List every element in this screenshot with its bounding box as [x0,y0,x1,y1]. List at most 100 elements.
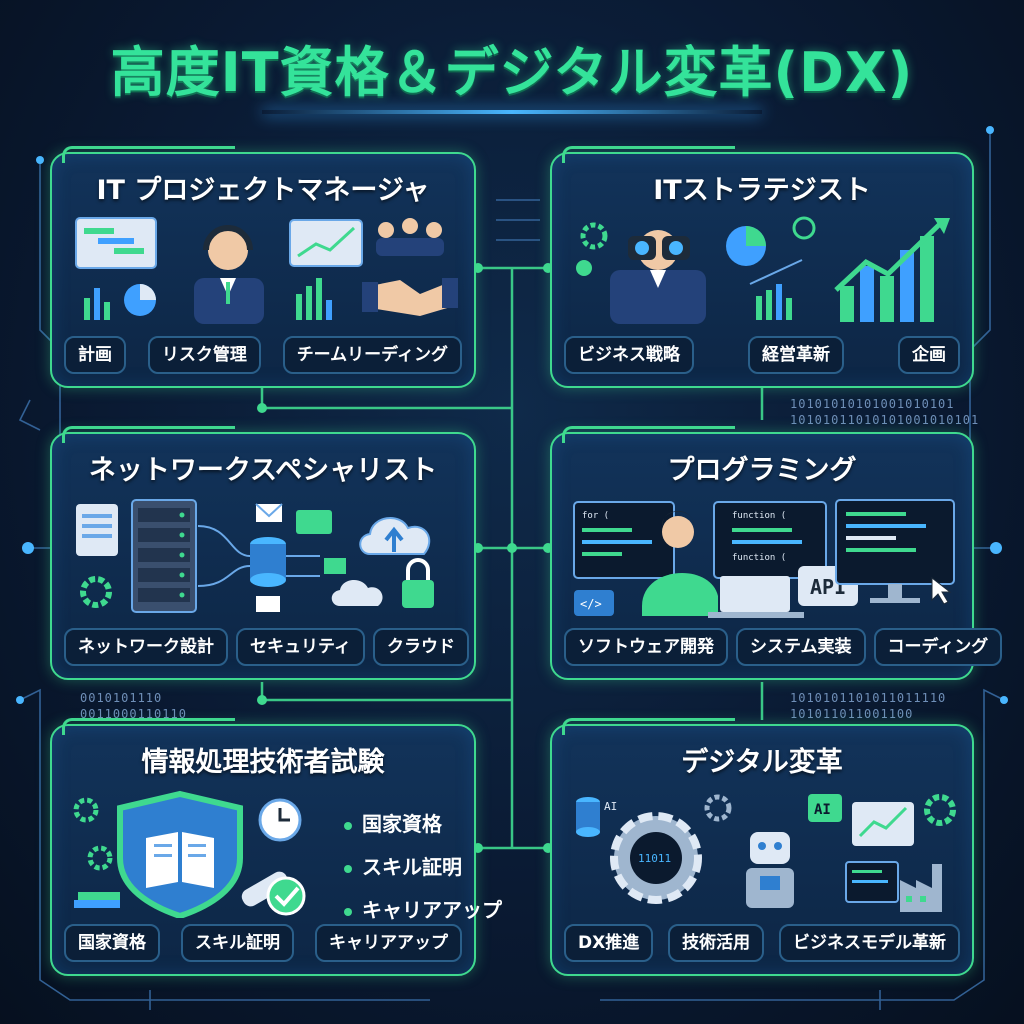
tag: ネットワーク設計 [64,628,228,666]
binary-line: 1010101101011011110 [790,691,947,705]
panel-title: プログラミング [667,455,857,486]
gear-code: 11011 [638,852,671,865]
server-icon [131,499,197,613]
panel-programming: プログラミング for ( </> function ( function ( … [550,426,1003,680]
panel-it-project-manager: IT プロジェクトマネージャ 計画 リスク管理 [50,146,476,388]
tag: チームリーディング [282,336,462,374]
tag: セキュリティ [236,628,365,666]
tag: 企画 [898,336,960,374]
tag-list: 国家資格 スキル証明 キャリアアップ [64,924,462,962]
ai-label: AI [604,800,617,813]
tag: キャリアアップ [315,924,462,962]
panel-it-strategist: ITストラテジスト ビジネス戦略 経営革新 企画 [550,146,974,388]
panel-title: デジタル変革 [681,747,843,778]
binary-line: 10101011010101001010101 [790,413,980,427]
code-window-icon: for ( [573,501,675,579]
lock-icon [402,558,434,608]
document-icon [76,504,118,556]
database-icon [250,537,286,587]
bullet-dot-icon [344,821,352,830]
page-title: 高度IT資格＆デジタル変革(DX) [110,41,914,104]
pie-chart-icon [726,216,816,320]
robot-icon [746,832,794,908]
tag: コーディング [873,628,1003,666]
mail-icon [255,503,283,612]
gear-icon [576,222,608,276]
bullet-dot-icon [344,907,352,916]
bullet-text: 国家資格 [362,812,442,836]
database-icon: AI [576,797,617,837]
line-chart-icon [289,219,363,320]
tag: システム実装 [736,628,866,666]
binary-text: 0010101110 0011000110110 [80,690,187,722]
gear-icon: 11011 [610,812,702,904]
folder-icon [296,510,346,574]
tag: 国家資格 [64,924,160,962]
tag: リスク管理 [147,336,261,374]
binoculars-icon [610,230,706,324]
tag-list: ネットワーク設計 セキュリティ クラウド [64,628,469,666]
binary-line: 10101010101001010101 [790,397,955,411]
strategist-illustration [576,216,950,324]
bullet-list: 国家資格 スキル証明 キャリアアップ [344,808,502,937]
programmer-icon [642,510,718,616]
network-illustration [76,499,434,613]
code-label: for ( [582,511,609,521]
binary-text: 1010101101011011110 101011011001100 [790,690,946,722]
tag: ソフトウェア開発 [564,628,728,666]
code-window-icon: function ( function ( [713,501,827,579]
binary-line: 101011011001100 [790,707,914,721]
gear-icon [924,794,956,826]
factory-icon [900,864,942,912]
panel-title: 情報処理技術者試験 [141,747,385,778]
tag: ビジネス戦略 [564,336,694,374]
shield-book-icon [117,790,243,918]
bullet-item: スキル証明 [344,851,502,880]
tag: 計画 [64,336,126,374]
bullet-item: キャリアアップ [344,894,502,923]
bullet-text: キャリアアップ [362,898,502,922]
dx-illustration: AI 11011 AI [576,794,956,912]
clock-icon [258,798,302,842]
tag: クラウド [372,628,469,666]
tag: 技術活用 [668,924,765,962]
code-tag-icon: </> [574,590,614,616]
panel-information-technology-exam: 情報処理技術者試験 国家資格 スキル証明 キャリアアップ 国家資格 スキル証明 … [50,718,502,976]
binary-text: 10101010101001010101 1010101101010100101… [790,396,979,428]
code-symbol: </> [580,597,602,611]
monitor-icon [835,499,955,605]
tag-list: 計画 リスク管理 チームリーディング [64,336,462,374]
tag: スキル証明 [181,924,294,962]
ai-label: AI [814,802,831,818]
panel-title: ITストラテジスト [653,175,871,206]
cloud-icon [331,579,383,606]
project-manager-illustration [75,217,458,324]
cloud-icon [359,516,431,555]
tag: ビジネスモデル革新 [779,924,960,962]
line-chart-icon [852,802,914,846]
binary-line: 0010101110 [80,691,163,705]
bar-chart-icon [84,284,156,320]
tag-list: DX推進 技術活用 ビジネスモデル革新 [564,924,960,962]
gear-icon [80,576,112,608]
ai-chip-icon: AI [808,794,842,822]
panel-title: ネットワークスペシャリスト [88,455,438,486]
bullet-text: スキル証明 [362,855,462,879]
panel-network-specialist: ネットワークスペシャリスト ネットワーク設計 セキュリティ クラウド [50,426,476,680]
title-glow-line [262,110,762,114]
panel-title: IT プロジェクトマネージャ [96,175,430,206]
tag: DX推進 [564,924,654,962]
gear-icon [73,797,113,871]
books-icon [74,892,120,908]
code-window-icon [845,861,899,903]
check-circle-icon [266,876,306,916]
headset-manager-icon [194,225,264,324]
tag: 経営革新 [748,336,844,374]
bar-chart-icon [834,218,950,322]
panel-digital-transformation: デジタル変革 AI 11011 AI DX推進 技術活用 ビジネスモデル革新 [550,718,974,976]
tag-list: ビジネス戦略 経営革新 企画 [564,336,960,374]
tag-list: ソフトウェア開発 システム実装 コーディング [564,628,1003,666]
code-label: function ( [732,511,786,521]
exam-illustration [73,790,306,918]
code-label: function ( [732,553,786,563]
